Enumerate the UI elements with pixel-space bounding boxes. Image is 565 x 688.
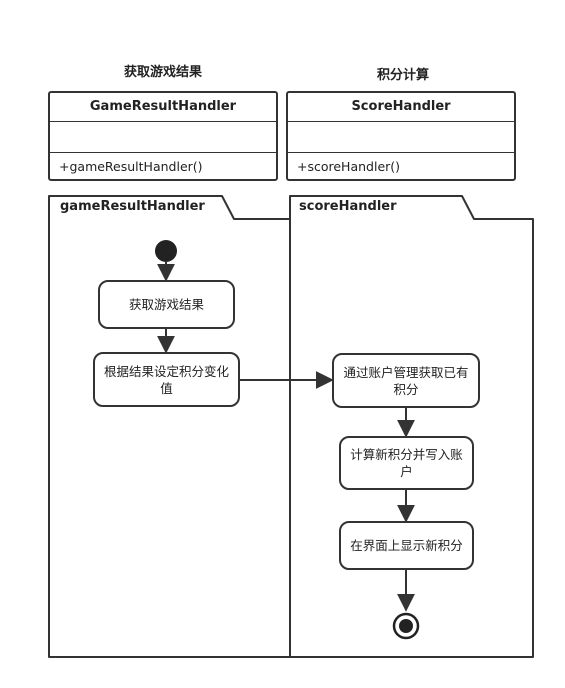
class-game-result-handler: GameResultHandler +gameResultHandler() [48, 91, 278, 181]
activity-label: 计算新积分并写入账户 [350, 447, 463, 479]
swimlane-frame-game-result-handler [48, 195, 291, 658]
left-heading: 获取游戏结果 [123, 65, 202, 80]
swimlane-label-game-result-handler: gameResultHandler [60, 199, 205, 214]
class-name: GameResultHandler [50, 93, 276, 122]
activity-label: 获取游戏结果 [128, 297, 204, 312]
activity-show-new-score: 在界面上显示新积分 [339, 521, 474, 570]
right-heading: 积分计算 [376, 68, 429, 83]
activity-get-existing-score: 通过账户管理获取已有积分 [332, 353, 480, 408]
activity-label: 在界面上显示新积分 [350, 538, 463, 553]
swimlane-frame-score-handler [289, 195, 534, 658]
class-attributes [50, 122, 276, 153]
swimlane-label-score-handler: scoreHandler [299, 199, 397, 214]
class-operation: +gameResultHandler() [59, 159, 203, 174]
class-operation: +scoreHandler() [297, 159, 401, 174]
activity-label: 根据结果设定积分变化值 [103, 363, 229, 396]
class-attributes [288, 122, 514, 153]
activity-set-score-change: 根据结果设定积分变化值 [93, 352, 240, 407]
activity-get-game-result: 获取游戏结果 [98, 280, 235, 329]
class-score-handler: ScoreHandler +scoreHandler() [286, 91, 516, 181]
class-name: ScoreHandler [288, 93, 514, 122]
activity-calc-and-write: 计算新积分并写入账户 [339, 436, 474, 490]
activity-label: 通过账户管理获取已有积分 [343, 364, 469, 397]
initial-node [155, 240, 177, 262]
